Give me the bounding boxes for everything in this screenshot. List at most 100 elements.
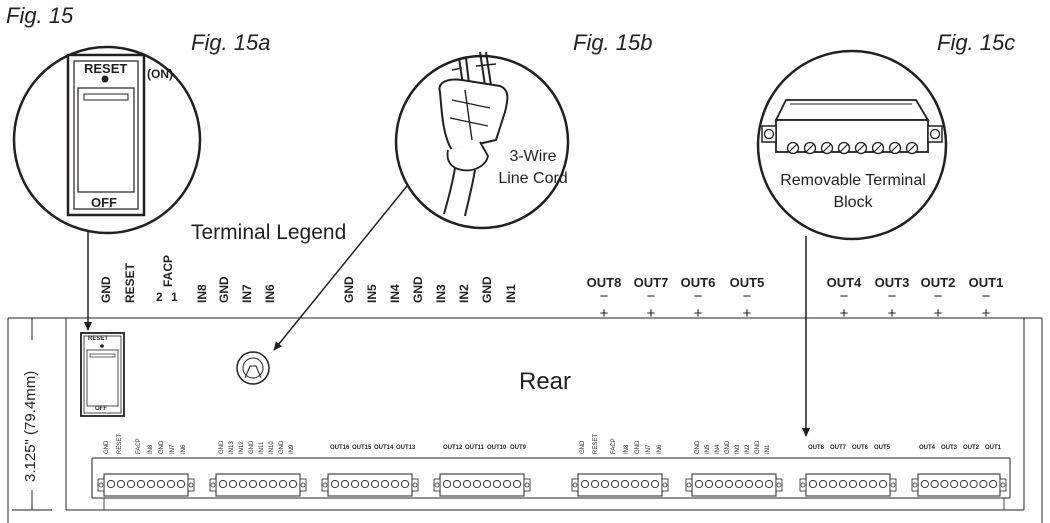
legend-facp-1: 1 [171,290,178,304]
strip-label-r-7: IN1 [765,444,771,454]
strip-label-r-reset: RESET [593,433,599,454]
strip-out10: OUT10 [487,445,507,451]
legend-label-gnd: GND [99,276,113,303]
strip-label-r-gnd-2: GND [635,440,641,454]
legend-label-in1: IN1 [504,284,518,303]
switch-reset-label: RESET [84,61,128,76]
terminal-screw [268,479,278,489]
strip-label-r-6: GND [755,440,761,454]
terminal-screw [828,479,838,489]
terminal-screw [940,479,949,489]
rear-label: Rear [519,368,572,395]
terminal-screw [704,479,714,489]
height-dimension [12,317,52,511]
strip-out11: OUT11 [465,445,485,451]
terminal-screw [694,479,704,489]
terminal-screw [350,479,360,489]
legend-out7: OUT7 [633,275,669,290]
legend-facp-2: 2 [156,290,163,304]
strip-label-r-0: GND [695,440,701,454]
switch-off-label: OFF [91,195,117,210]
terminal-screw [136,479,146,489]
strip-out8: OUT8 [808,445,825,451]
figure-title-15c: Fig. 15c [937,30,1016,55]
terminal-screw [989,479,998,489]
terminal-block-caption-1: Removable Terminal [780,172,926,189]
terminal-screw [442,479,452,489]
strip-label-reset: RESET [117,433,123,454]
terminal-block [321,473,419,497]
legend-label-in2: IN2 [457,284,471,303]
strip-label-gnd: GND [104,440,110,454]
terminal-screw [390,479,400,489]
strip-out2: OUT2 [963,445,980,451]
strip-label-r-facp: FACP [611,438,617,454]
terminal-screw [950,479,959,489]
strip-out5: OUT5 [874,445,891,451]
legend-out8-polarity: −+ [599,288,619,322]
terminal-screw [502,479,512,489]
switch-on-label: (ON) [147,67,173,81]
terminal-screw [462,479,472,489]
terminal-screw [878,479,888,489]
legend-out5-polarity: −+ [742,288,762,322]
terminal-block [911,473,1007,497]
strip-out1: OUT1 [985,445,1002,451]
terminal-screw [288,479,298,489]
strip-label-in7: IN7 [170,444,176,454]
strip-out14: OUT14 [374,445,394,451]
strip-out7: OUT7 [830,445,847,451]
strip-label-r-gnd: GND [580,440,586,454]
line-cord-caption-1: 3-Wire [509,148,557,165]
terminal-screw [580,479,590,489]
strip-label-gnd-2: GND [159,440,165,454]
terminal-block [571,473,669,497]
terminal-screw [360,479,370,489]
legend-out1: OUT1 [968,275,1004,290]
terminal-screw [969,479,978,489]
legend-out2-polarity: −+ [933,288,953,322]
terminal-screw [452,479,462,489]
chassis-outline [7,317,1043,523]
legend-out1-polarity: −+ [981,288,1001,322]
terminal-screw [492,479,502,489]
strip-out3: OUT3 [941,445,958,451]
strip-out12: OUT12 [443,445,463,451]
legend-out5: OUT5 [729,275,765,290]
terminal-screw [258,479,268,489]
strip-label-l-5: IN10 [269,441,275,454]
strip-out4: OUT4 [919,445,936,451]
terminal-screw [116,479,126,489]
terminal-screw [734,479,744,489]
terminal-screw [278,479,288,489]
strip-label-r-2: IN4 [715,444,721,454]
legend-label-in8: IN8 [195,284,209,303]
terminal-screw [640,479,650,489]
strip-label-r-3: GND [725,440,731,454]
terminal-block [799,473,897,497]
strip-label-facp: FACP [136,438,142,454]
terminal-screw [156,479,166,489]
terminal-screw [754,479,764,489]
terminal-screw [330,479,340,489]
terminal-screw [228,479,238,489]
power-switch-detail [12,45,202,235]
terminal-screw [724,479,734,489]
legend-label-in6: IN6 [263,284,277,303]
figure-title-15b: Fig. 15b [573,30,653,55]
terminal-block [685,473,783,497]
strip-label-l-2: IN12 [239,441,245,454]
rear-switch-off-label: OFF [95,406,107,412]
strip-out9: OUT9 [510,445,527,451]
legend-label-in5: IN5 [365,284,379,303]
rear-switch [80,332,125,417]
power-inlet [236,351,270,385]
legend-label-gnd-3: GND [342,276,356,303]
terminal-screw [744,479,754,489]
terminal-screw [610,479,620,489]
strip-label-r-in7: IN7 [646,444,652,454]
figure-title-15a: Fig. 15a [191,30,271,55]
terminal-screw [472,479,482,489]
terminal-legend-title: Terminal Legend [191,221,347,244]
strip-label-l-6: GND [279,440,285,454]
